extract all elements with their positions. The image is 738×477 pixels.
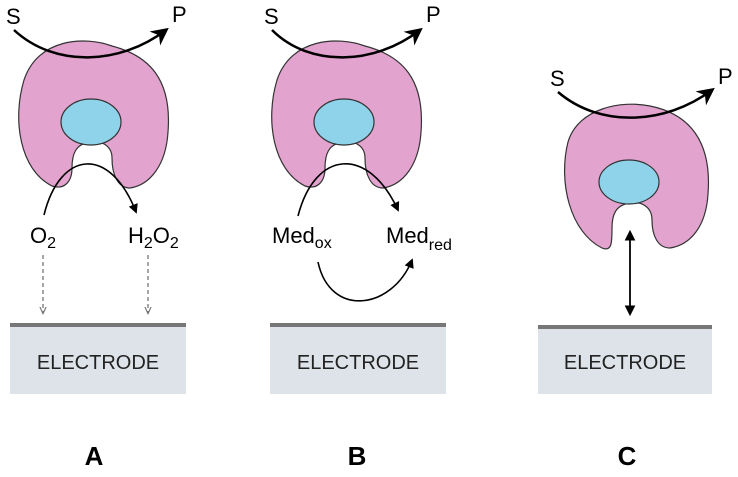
panel-b: S P Medox Medred ELECTRODE B xyxy=(264,2,452,471)
substrate-arrow-a xyxy=(13,27,169,59)
panel-letter-c: C xyxy=(618,441,637,471)
product-label-c: P xyxy=(718,64,733,89)
active-site-a xyxy=(60,98,122,146)
electrode-label-c: ELECTRODE xyxy=(564,352,686,374)
h2o2-label: H2O2 xyxy=(128,223,179,252)
reaction-arrow-a xyxy=(43,163,138,216)
product-label-a: P xyxy=(172,2,187,27)
product-label-b: P xyxy=(426,2,441,27)
panel-letter-a: A xyxy=(85,441,104,471)
substrate-arrow-b xyxy=(271,27,423,59)
electrode-a xyxy=(10,324,186,394)
o2-label: O2 xyxy=(30,223,56,252)
substrate-label-a: S xyxy=(6,4,21,29)
substrate-arrow-c xyxy=(557,87,715,119)
med-ox-label: Medox xyxy=(272,223,332,252)
active-site-c xyxy=(598,159,660,205)
panel-a: S P O2 H2O2 ELECTRODE A xyxy=(6,2,187,471)
electrode-c xyxy=(538,326,712,394)
electrode-b xyxy=(270,324,446,394)
substrate-label-c: S xyxy=(550,66,565,91)
panel-letter-b: B xyxy=(348,441,367,471)
panel-c: S P ELECTRODE C xyxy=(538,64,733,471)
active-site-b xyxy=(313,98,375,146)
regeneration-arrow-b xyxy=(317,258,414,302)
substrate-label-b: S xyxy=(264,4,279,29)
reaction-arrow-b xyxy=(297,163,400,217)
electrode-label-b: ELECTRODE xyxy=(297,352,419,374)
med-red-label: Medred xyxy=(386,223,452,254)
electrode-label-a: ELECTRODE xyxy=(37,352,159,374)
